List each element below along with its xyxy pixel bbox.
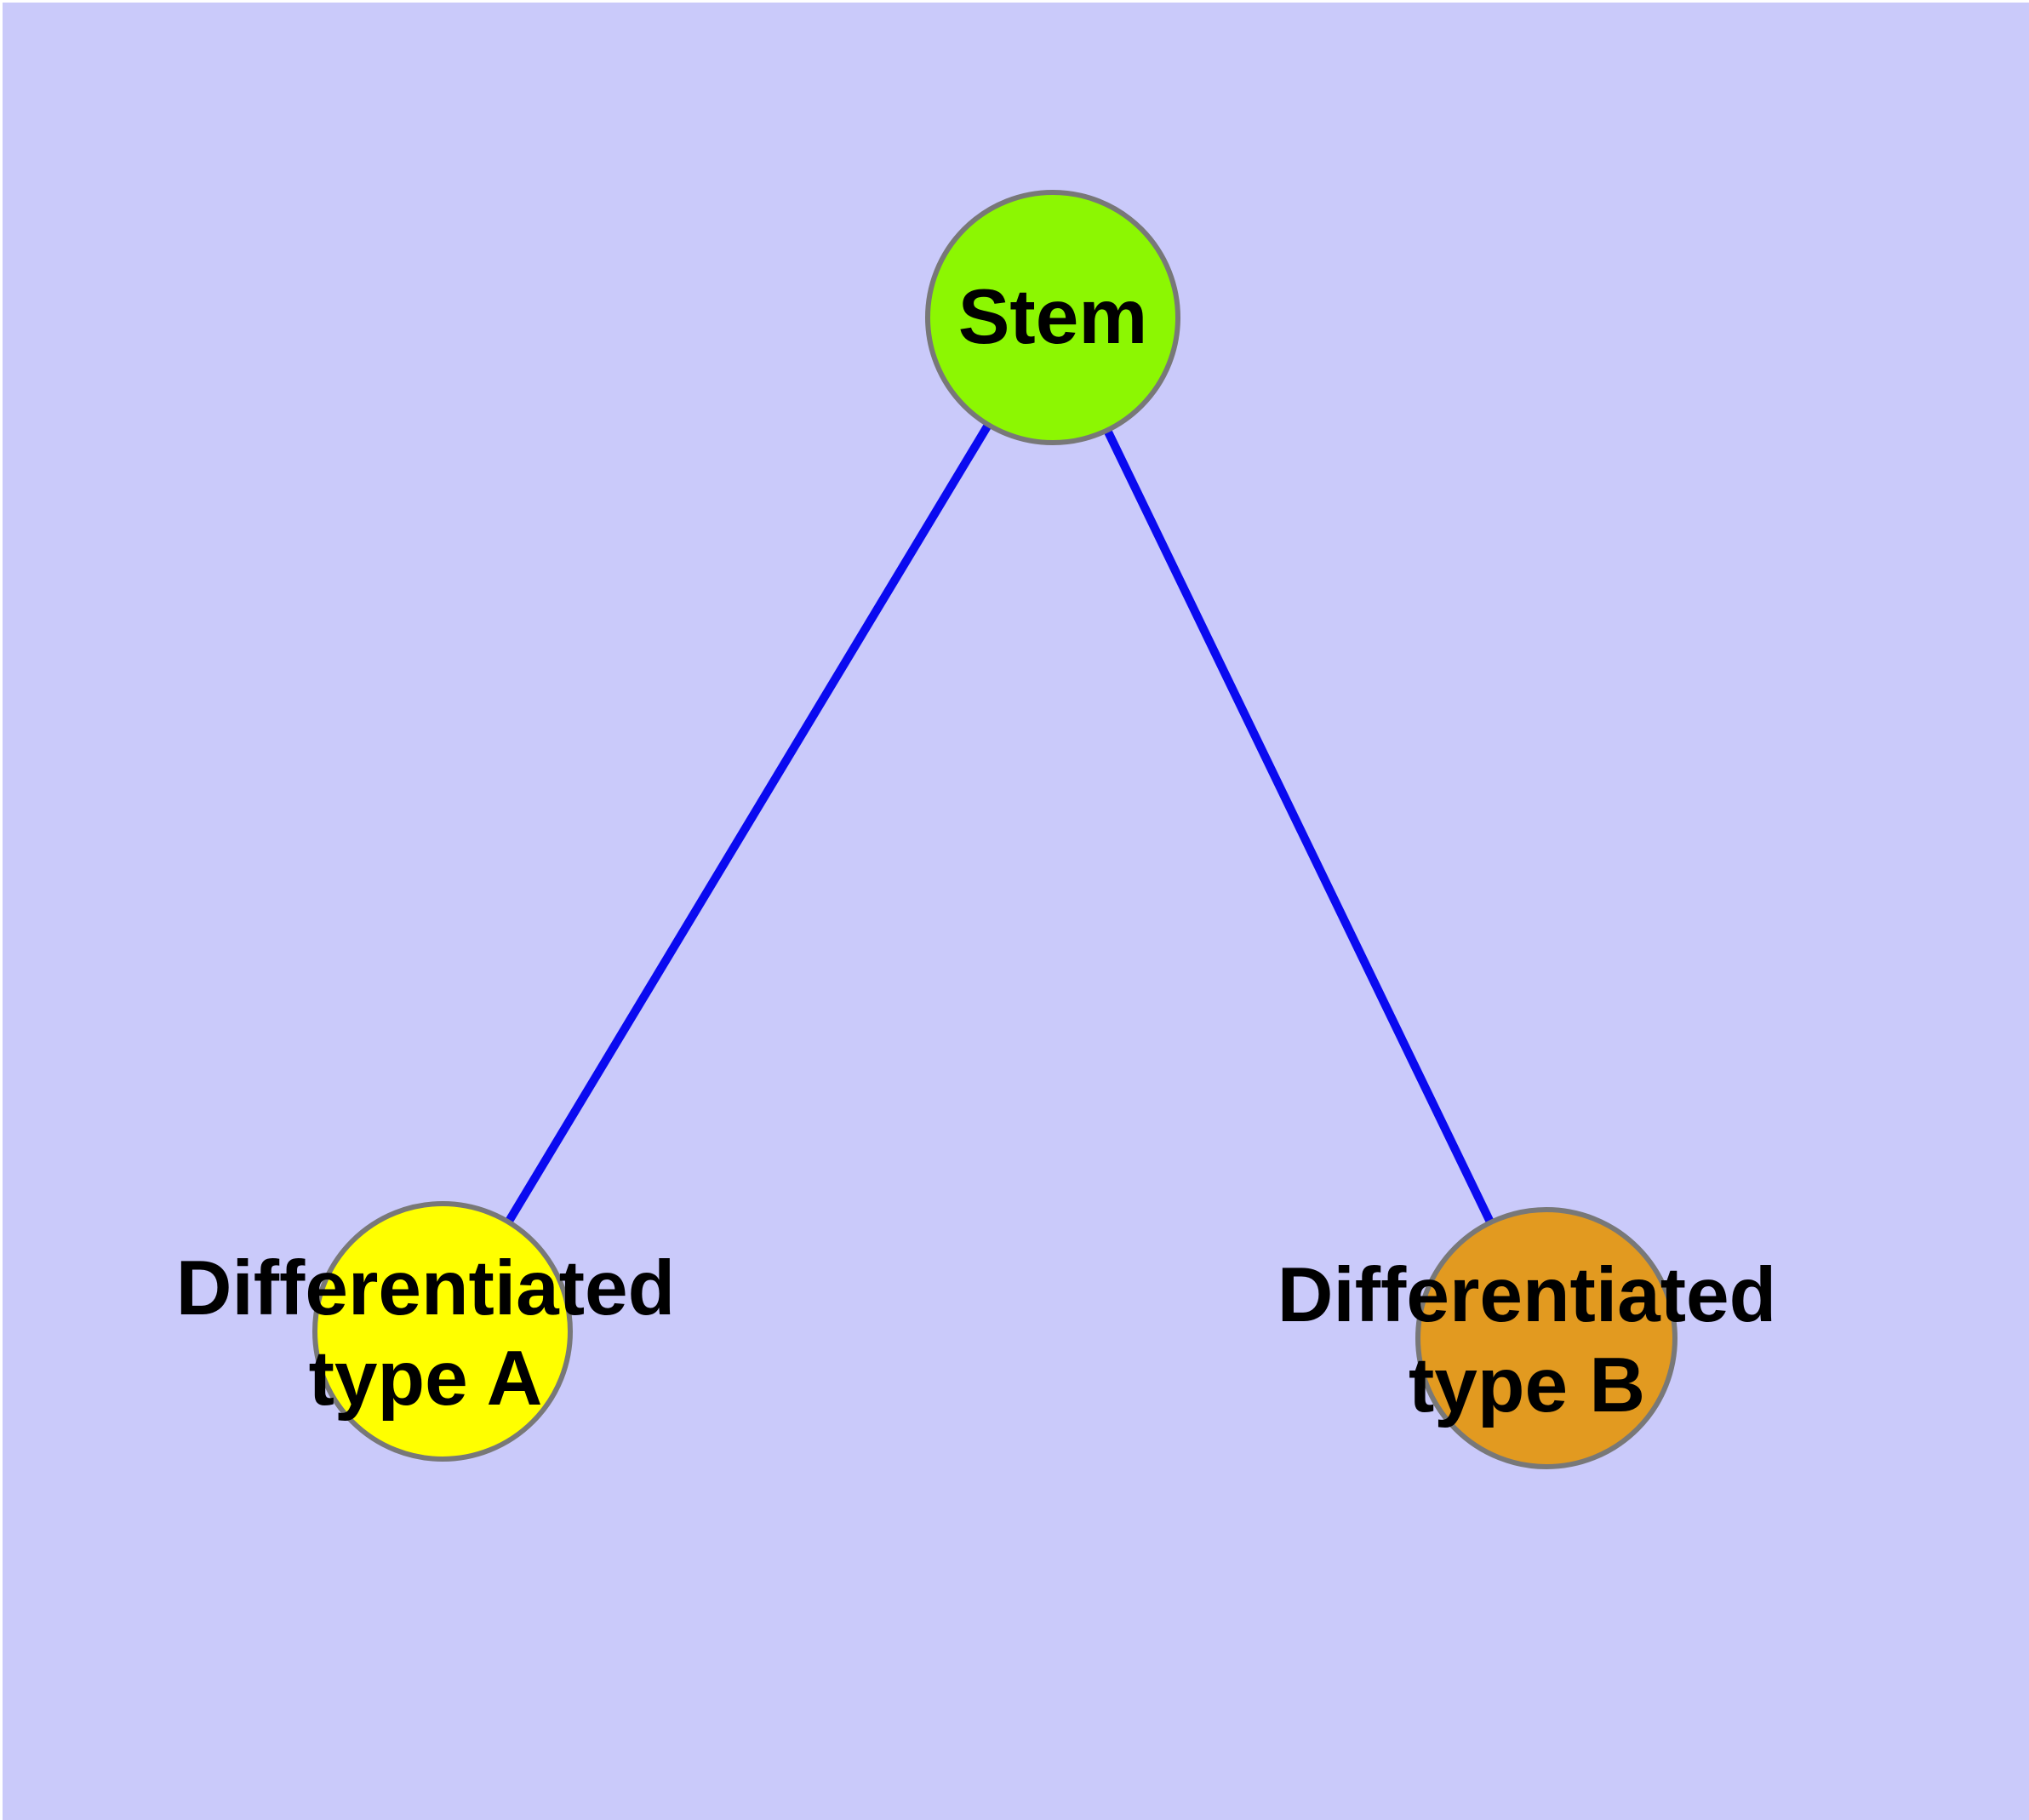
node-stem [925, 190, 1180, 445]
node-differentiated-type-a [312, 1201, 573, 1462]
node-differentiated-type-b [1415, 1207, 1677, 1469]
node-label-type-a-line2: type A [308, 1336, 543, 1422]
node-label-type-b-line2: type B [1408, 1342, 1646, 1428]
edge-stem-to-type-b [1049, 315, 1551, 1341]
node-label-differentiated-type-b: Differentiated type B [1229, 1251, 1825, 1431]
node-label-type-b-line1: Differentiated [1277, 1252, 1777, 1338]
edge-stem-to-type-a [438, 315, 1057, 1334]
node-label-differentiated-type-a: Differentiated type A [128, 1244, 723, 1424]
node-label-type-a-line1: Differentiated [175, 1245, 676, 1331]
node-label-stem-line1: Stem [957, 274, 1148, 360]
node-label-stem: Stem [797, 272, 1308, 363]
